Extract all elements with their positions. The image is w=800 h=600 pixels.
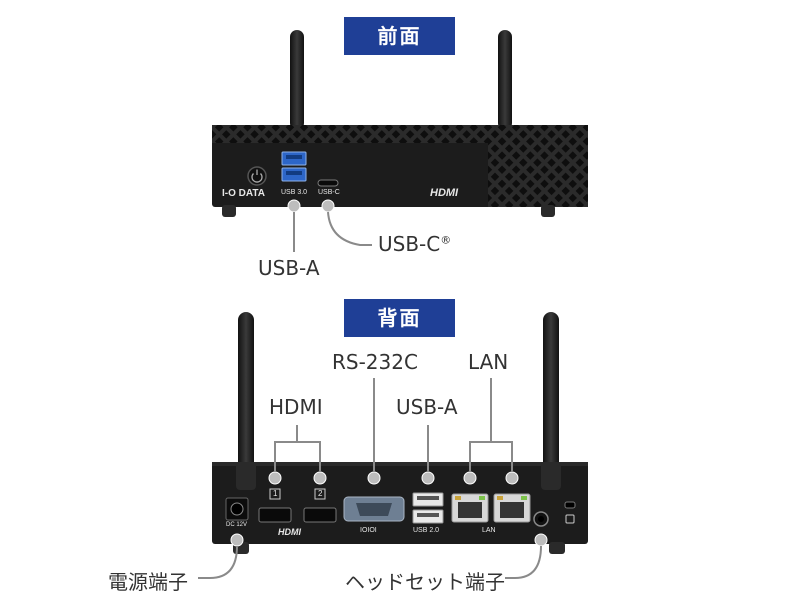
back-dc-label: DC 12V — [226, 522, 248, 528]
back-usb20-label: USB 2.0 — [413, 527, 440, 534]
back-usba-callout: USB-A — [396, 395, 458, 419]
hdmi1-highlight-circle — [268, 471, 282, 485]
lan2-highlight-circle — [505, 471, 519, 485]
front-hdmi-logo: HDMI — [430, 187, 459, 199]
hdmi-port-1 — [258, 507, 292, 523]
back-hdmi2-label: 2 — [318, 489, 323, 498]
front-antenna-right — [498, 30, 512, 130]
back-antenna-right — [543, 312, 559, 482]
back-foot-right — [549, 542, 565, 554]
front-brand-label: I-O DATA — [222, 188, 265, 199]
hdmi-port-2 — [303, 507, 337, 523]
lan1-highlight-circle — [463, 471, 477, 485]
security-slot — [564, 501, 576, 509]
front-foot-left — [222, 205, 236, 217]
hdmi2-highlight-circle — [313, 471, 327, 485]
headset-leader-line — [505, 545, 542, 579]
lan-leader-line — [469, 378, 513, 472]
usba-back-highlight-circle — [421, 471, 435, 485]
registered-mark: ® — [440, 233, 452, 247]
back-lan-callout: LAN — [468, 350, 509, 374]
front-usba-callout: USB-A — [258, 256, 320, 280]
power-highlight-circle — [230, 533, 244, 547]
back-power-callout: 電源端子 — [108, 570, 188, 594]
rs232c-highlight-circle — [367, 471, 381, 485]
back-headset-callout: ヘッドセット端子 — [345, 570, 505, 594]
back-hdmi-callout: HDMI — [269, 395, 323, 419]
back-rs232c-callout: RS-232C — [332, 350, 418, 374]
front-usbc-callout: USB-C® — [378, 232, 451, 256]
usbc-port — [317, 179, 339, 187]
front-usbc-callout-text: USB-C — [378, 232, 441, 256]
front-usb30-label: USB 3.0 — [281, 189, 308, 196]
power-button — [247, 166, 267, 186]
usba-highlight-circle — [287, 199, 301, 213]
hdmi-leader-line — [274, 425, 321, 472]
usbc-highlight-circle — [321, 199, 335, 213]
back-lan-label: LAN — [482, 527, 496, 534]
front-antenna-left — [290, 30, 304, 130]
front-foot-right — [541, 205, 555, 217]
back-section-badge: 背面 — [344, 299, 455, 337]
front-section-badge: 前面 — [344, 17, 455, 55]
front-usbc-label: USB-C — [318, 189, 340, 196]
headset-highlight-circle — [534, 533, 548, 547]
back-hdmi1-label: 1 — [273, 489, 278, 498]
back-antenna-left — [238, 312, 254, 482]
back-serial-label: IOIOI — [360, 527, 377, 534]
usbc-leader-line — [327, 211, 372, 246]
power-leader-line — [198, 545, 238, 579]
back-hdmi-logo: HDMI — [278, 527, 301, 537]
